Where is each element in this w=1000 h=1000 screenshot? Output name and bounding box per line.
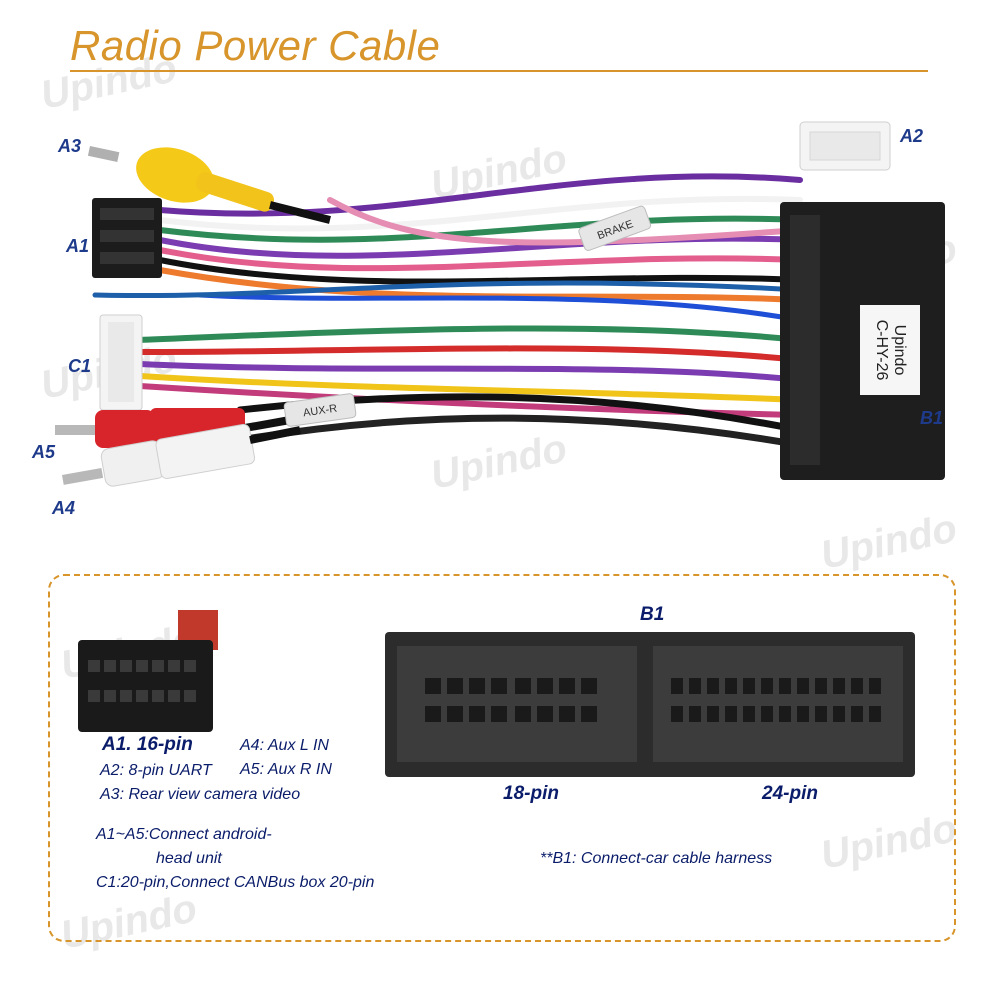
note-c1: C1:20-pin,Connect CANBus box 20-pin [96,874,375,891]
b1-connector-diagram [385,632,915,777]
sticker-line2: C-HY-26 [873,320,890,381]
b1-diagram-title: B1 [640,604,665,625]
note-a3: A3: Rear view camera video [100,786,301,803]
a3-rca-connector [87,146,331,224]
page-title: Radio Power Cable [70,22,441,69]
note-a2: A2: 8-pin UART [100,762,212,779]
product-sticker: Upindo C-HY-26 [873,320,908,381]
c1-connector [99,314,143,411]
a1-16pin-image [78,610,218,732]
a1-connector [92,198,162,278]
note-a4: A4: Aux L IN [240,737,329,754]
label-b1: B1 [920,408,944,428]
a2-connector [799,121,891,171]
info-box [48,574,956,942]
a4-rca-connector [62,423,301,487]
label-a4: A4 [52,498,76,518]
label-a5: A5 [32,442,56,462]
aux-tag-text: AUX-R [302,403,338,420]
wire-bundle [92,173,804,449]
note-a1-a5: A1~A5:Connect android- [96,826,272,843]
cable-harness-illustration: BRAKE AUX-R Upindo C-HY-26 [55,121,945,487]
label-a2: A2 [900,126,924,146]
pin24-label: 24-pin [762,783,818,804]
b1-connector [780,202,945,480]
note-a1: A1. 16-pin [102,734,193,755]
pin18-label: 18-pin [503,783,559,804]
label-a3: A3 [58,136,82,156]
label-c1: C1 [68,356,92,376]
title-underline [70,70,928,72]
label-a1: A1 [66,236,90,256]
aux-tag: AUX-R [283,393,357,427]
sticker-line1: Upindo [891,325,908,376]
note-b1: **B1: Connect-car cable harness [540,850,773,867]
note-a5: A5: Aux R IN [240,761,332,778]
note-a1-a5-cont: head unit [156,850,222,867]
